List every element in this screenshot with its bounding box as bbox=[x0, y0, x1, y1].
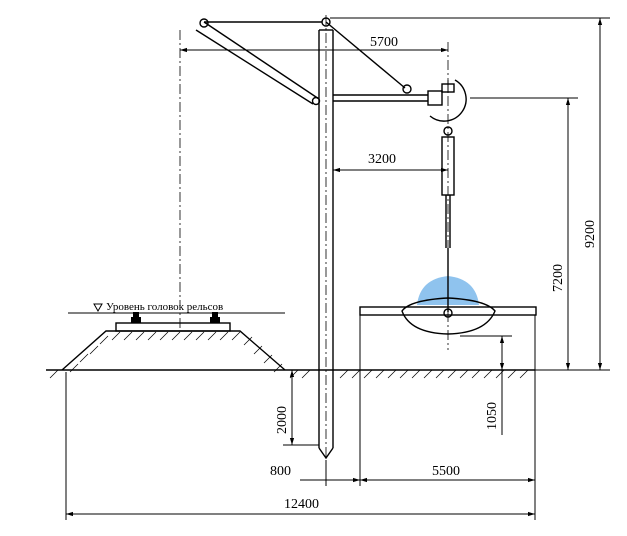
dim-pole-depth: 2000 bbox=[275, 370, 319, 446]
cable-hinge-icon bbox=[402, 84, 412, 94]
hanging-lamp bbox=[359, 42, 537, 350]
rail-right bbox=[210, 312, 220, 323]
sleeper bbox=[115, 322, 231, 332]
dim-lower-reach: 3200 bbox=[333, 152, 448, 173]
level-marker-icon bbox=[93, 303, 103, 313]
dim-800: 800 bbox=[270, 464, 291, 479]
dim-5700: 5700 bbox=[370, 35, 398, 50]
dim-12400: 12400 bbox=[284, 497, 319, 512]
arm-hinge-icon bbox=[199, 18, 209, 28]
rail-left bbox=[131, 312, 141, 323]
railway-embankment: Уровень головок рельсов bbox=[61, 301, 286, 373]
tension-cable bbox=[325, 21, 406, 89]
dim-1050: 1050 bbox=[485, 402, 500, 430]
dim-horizontal-offsets: 800 5500 bbox=[65, 315, 536, 520]
dim-upper-reach: 5700 bbox=[180, 35, 448, 53]
dim-5500: 5500 bbox=[432, 464, 460, 479]
dim-9200: 9200 bbox=[583, 220, 598, 248]
dim-total-width: 12400 bbox=[66, 497, 535, 517]
pole bbox=[318, 15, 334, 460]
dim-total-height: 9200 bbox=[330, 17, 610, 371]
ground-plate bbox=[359, 306, 537, 316]
lamp-bracket bbox=[333, 79, 467, 122]
rail-level-label: Уровень головок рельсов bbox=[106, 301, 223, 313]
dim-lamp-height: 7200 bbox=[470, 97, 578, 370]
folding-arm bbox=[195, 18, 322, 106]
dim-lamp-above-ground: 1050 bbox=[460, 335, 512, 435]
dim-7200: 7200 bbox=[551, 264, 566, 292]
ground bbox=[46, 369, 535, 379]
dim-3200: 3200 bbox=[368, 152, 396, 167]
dim-2000: 2000 bbox=[275, 406, 290, 434]
lamp-reflector bbox=[401, 297, 496, 335]
